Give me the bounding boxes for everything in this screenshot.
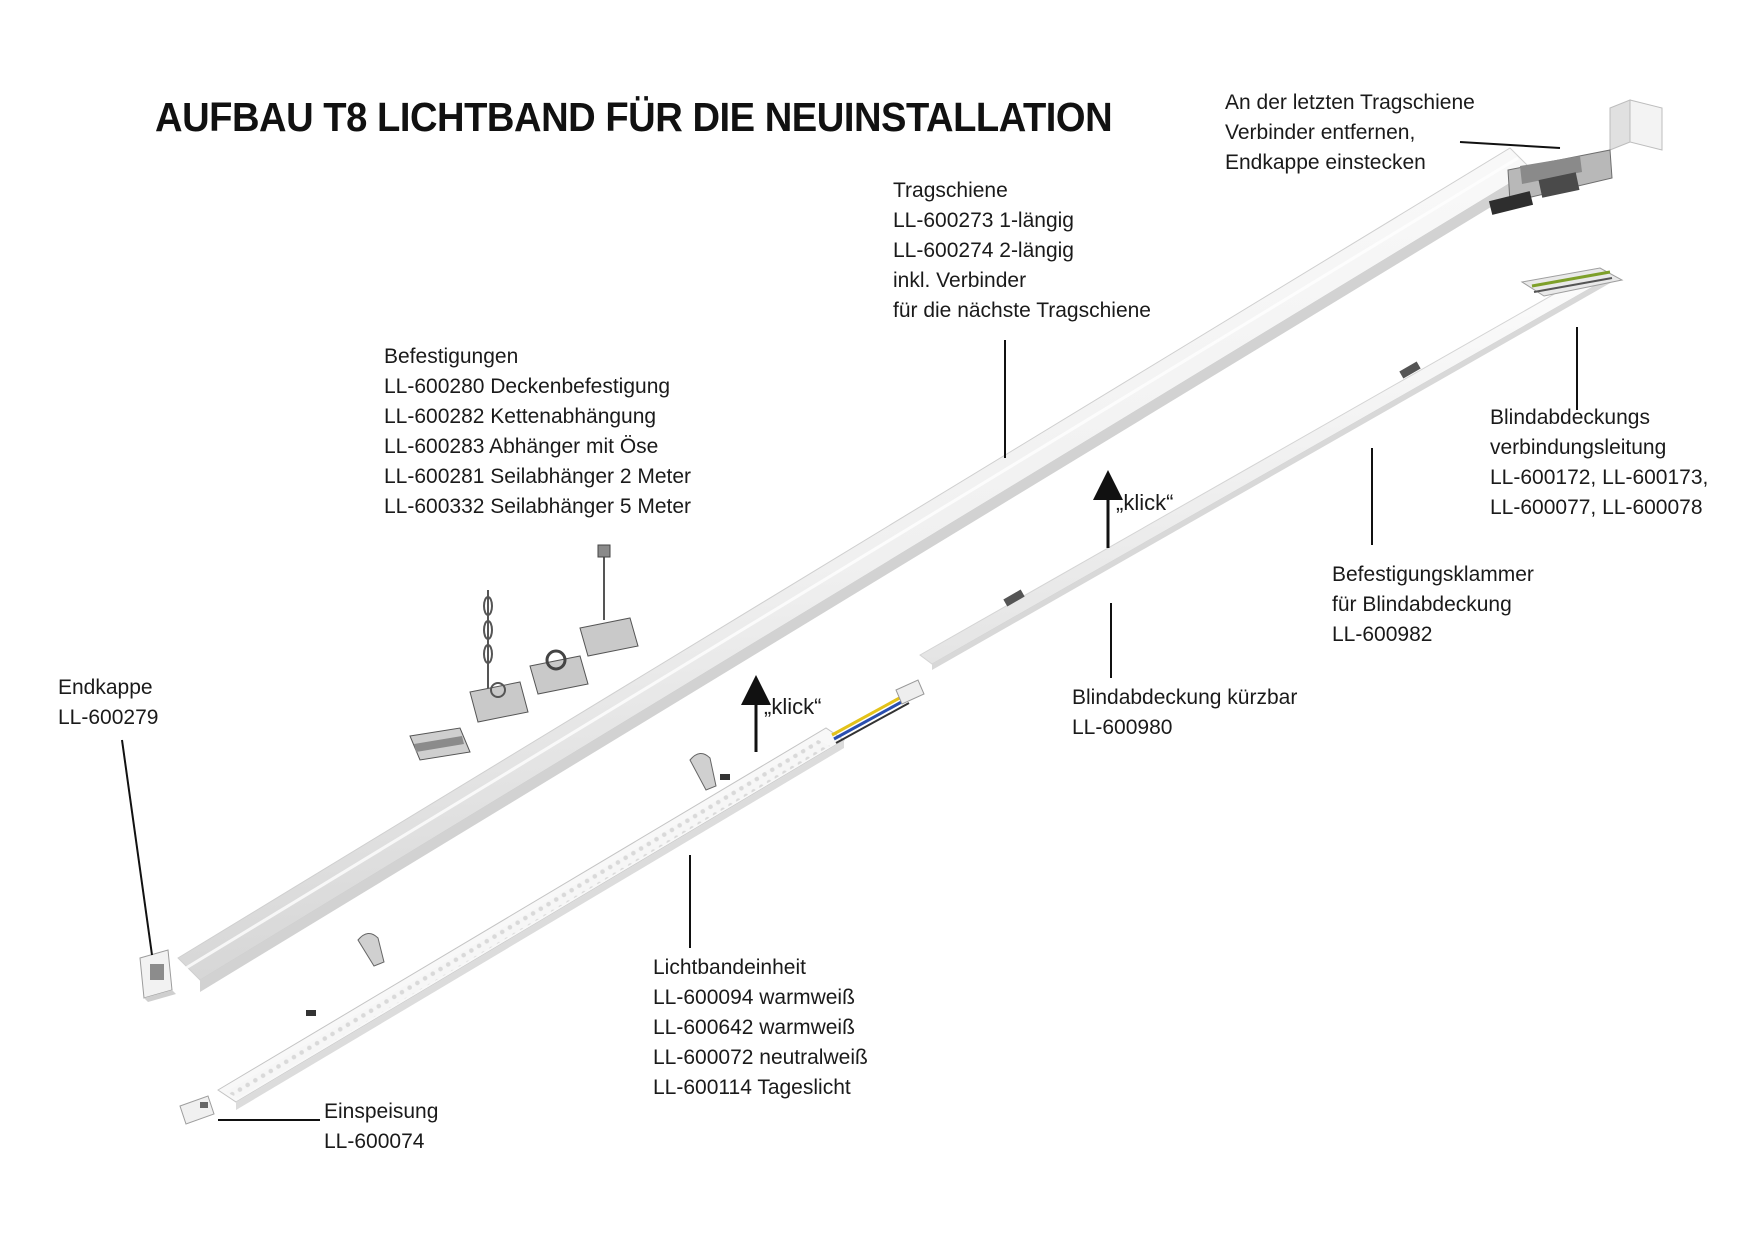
callout-blindabdeckung-line: Blindabdeckung kürzbar [1072,686,1298,709]
callout-verbindungsleitung-line: verbindungsleitung [1490,436,1667,459]
callout-lichtbandeinheit-line: LL-600094 warmweiß [653,986,855,1009]
callout-verbindungsleitung-line: LL-600077, LL-600078 [1490,496,1703,519]
callout-befestigungen-line: LL-600281 Seilabhänger 2 Meter [384,465,692,488]
page-title: AUFBAU T8 LICHTBAND FÜR DIE NEUINSTALLAT… [155,94,1113,140]
callout-tragschiene: Tragschiene LL-600273 1-längig LL-600274… [893,176,1151,326]
befestigungsklammer-clip [1003,361,1421,607]
callout-last-rail-line: Endkappe einstecken [1225,151,1426,174]
callout-last-rail-line: Verbinder entfernen, [1225,121,1416,144]
callout-endkappe: Endkappe LL-600279 [58,673,158,733]
verbinder-connector [1488,149,1613,215]
callout-verbindungsleitung: Blindabdeckungs verbindungsleitung LL-60… [1490,403,1708,523]
verbindungsleitung-connector [1520,267,1624,297]
led-unit-wiring [831,679,925,744]
einspeisung-feed [179,1095,215,1125]
callout-lichtbandeinheit-line: LL-600114 Tageslicht [653,1076,851,1099]
callout-einspeisung-line: LL-600074 [324,1130,425,1153]
klick-label-led: „klick“ [764,694,822,719]
callout-befestigungen-line: LL-600280 Deckenbefestigung [384,375,671,398]
callout-lichtbandeinheit-line: LL-600072 neutralweiß [653,1046,868,1069]
callout-last-rail: An der letzten Tragschiene Verbinder ent… [1225,88,1475,178]
callout-verbindungsleitung-line: Blindabdeckungs [1490,406,1650,429]
callout-befestigungsklammer: Befestigungsklammer für Blindabdeckung L… [1332,560,1534,650]
callout-last-rail-line: An der letzten Tragschiene [1225,91,1475,114]
callout-einspeisung: Einspeisung LL-600074 [324,1097,438,1157]
tragschiene-rail [177,147,1533,992]
callout-tragschiene-line: Tragschiene [893,179,1008,202]
callout-befestigungen-line: LL-600332 Seilabhänger 5 Meter [384,495,692,518]
callout-tragschiene-line: LL-600273 1-längig [893,209,1074,232]
callout-tragschiene-line: für die nächste Tragschiene [893,299,1151,322]
callout-tragschiene-line: inkl. Verbinder [893,269,1027,292]
callout-einspeisung-line: Einspeisung [324,1100,439,1123]
endkappe-top-right [1609,99,1663,151]
callout-tragschiene-line: LL-600274 2-längig [893,239,1074,262]
callout-befestigungsklammer-line: LL-600982 [1332,623,1433,646]
callout-endkappe-line: Endkappe [58,676,153,699]
callout-befestigungen-line: LL-600282 Kettenabhängung [384,405,657,428]
klick-arrows [741,470,1123,752]
callout-befestigungen-line: LL-600283 Abhänger mit Öse [384,435,659,458]
callout-lichtbandeinheit-line: Lichtbandeinheit [653,956,806,979]
callout-endkappe-line: LL-600279 [58,706,159,729]
callout-befestigungen-line: Befestigungen [384,345,519,368]
klick-label-cover: „klick“ [1116,490,1174,515]
callout-befestigungsklammer-line: Befestigungsklammer [1332,563,1534,586]
leader-last-rail [1459,141,1561,149]
callout-verbindungsleitung-line: LL-600172, LL-600173, [1490,466,1709,489]
endkappe-left [139,949,176,1002]
leader-lines [121,141,1578,1121]
befestigungen-hardware [409,544,639,761]
led-unit-mounting-clip [306,753,730,1016]
lichtbandeinheit-led-unit [217,727,845,1110]
callout-befestigungen: Befestigungen LL-600280 Deckenbefestigun… [384,342,691,522]
callout-lichtbandeinheit: Lichtbandeinheit LL-600094 warmweiß LL-6… [653,953,868,1103]
callout-befestigungsklammer-line: für Blindabdeckung [1332,593,1512,616]
callout-blindabdeckung-line: LL-600980 [1072,716,1173,739]
callout-lichtbandeinheit-line: LL-600642 warmweiß [653,1016,855,1039]
leader-endkappe [121,739,153,956]
callout-blindabdeckung: Blindabdeckung kürzbar LL-600980 [1072,683,1297,743]
